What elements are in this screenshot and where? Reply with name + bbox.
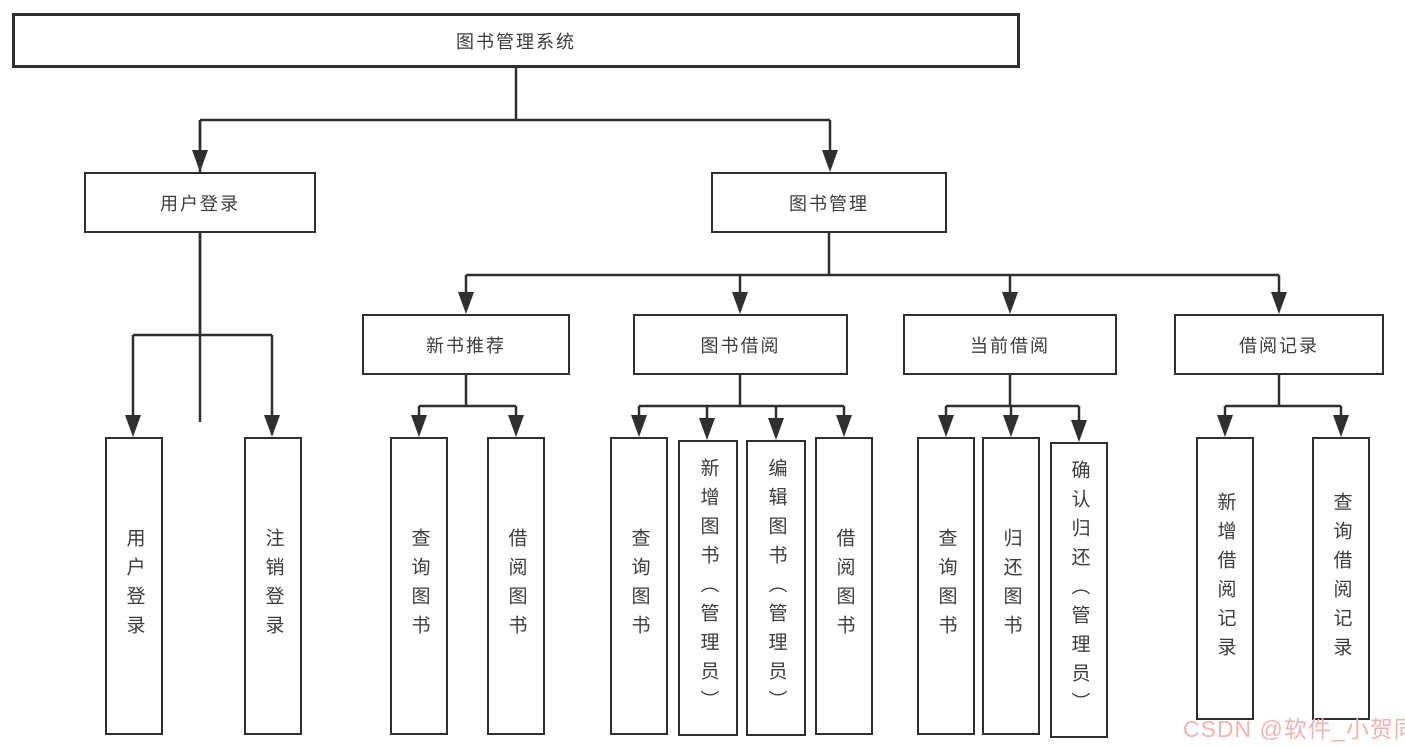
node-root: 图书管理系统: [12, 13, 1020, 68]
node-borrow-book-1: 借阅图书: [487, 437, 545, 735]
node-new-book-recommend-label: 新书推荐: [426, 335, 506, 356]
node-return-book-label: 归还图书: [1000, 528, 1022, 644]
node-borrow-record: 借阅记录: [1174, 314, 1384, 375]
node-borrow-book-1-label: 借阅图书: [505, 528, 527, 644]
node-confirm-return-admin-label: 确认归还（管理员）: [1068, 459, 1090, 721]
node-query-borrow-record: 查询借阅记录: [1312, 437, 1370, 720]
node-root-label: 图书管理系统: [456, 31, 576, 52]
node-query-book-2: 查询图书: [610, 437, 668, 735]
node-add-book-admin: 新增图书（管理员）: [678, 440, 738, 736]
node-user-login-label: 用户登录: [160, 193, 240, 214]
node-logout-leaf-label: 注销登录: [262, 528, 284, 644]
node-user-login-leaf-label: 用户登录: [123, 528, 145, 644]
node-book-management-label: 图书管理: [789, 193, 869, 214]
node-return-book: 归还图书: [982, 437, 1040, 735]
node-add-book-admin-label: 新增图书（管理员）: [697, 457, 719, 719]
node-edit-book-admin-label: 编辑图书（管理员）: [765, 457, 787, 719]
node-query-book-3: 查询图书: [917, 437, 975, 735]
node-query-book-1-label: 查询图书: [408, 528, 430, 644]
node-user-login-leaf: 用户登录: [105, 437, 163, 735]
node-query-book-3-label: 查询图书: [935, 528, 957, 644]
node-borrow-record-label: 借阅记录: [1239, 335, 1319, 356]
node-add-borrow-record-label: 新增借阅记录: [1214, 491, 1236, 666]
node-book-management: 图书管理: [711, 172, 947, 233]
node-query-book-2-label: 查询图书: [628, 528, 650, 644]
node-edit-book-admin: 编辑图书（管理员）: [746, 440, 806, 736]
node-query-borrow-record-label: 查询借阅记录: [1330, 491, 1352, 666]
node-borrow-book-2: 借阅图书: [815, 437, 873, 735]
node-user-login: 用户登录: [84, 172, 316, 233]
node-query-book-1: 查询图书: [390, 437, 448, 735]
node-confirm-return-admin: 确认归还（管理员）: [1050, 442, 1108, 738]
node-logout-leaf: 注销登录: [244, 437, 302, 735]
node-book-borrow: 图书借阅: [633, 314, 848, 375]
node-current-borrow-label: 当前借阅: [970, 335, 1050, 356]
node-new-book-recommend: 新书推荐: [362, 314, 570, 375]
node-add-borrow-record: 新增借阅记录: [1196, 437, 1254, 720]
node-borrow-book-2-label: 借阅图书: [833, 528, 855, 644]
csdn-watermark: CSDN @软件_小贺同学: [1183, 716, 1405, 742]
node-current-borrow: 当前借阅: [903, 314, 1117, 375]
node-book-borrow-label: 图书借阅: [700, 335, 781, 356]
